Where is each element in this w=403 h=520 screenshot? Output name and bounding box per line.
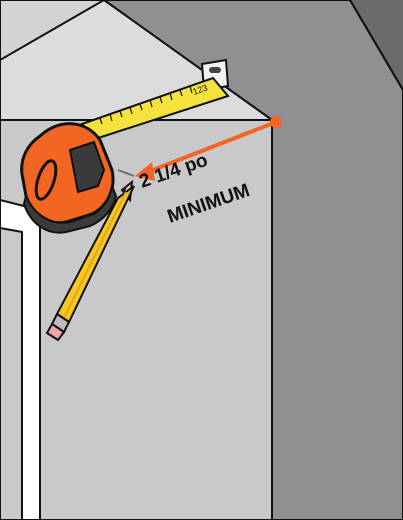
window-frame xyxy=(0,200,40,520)
